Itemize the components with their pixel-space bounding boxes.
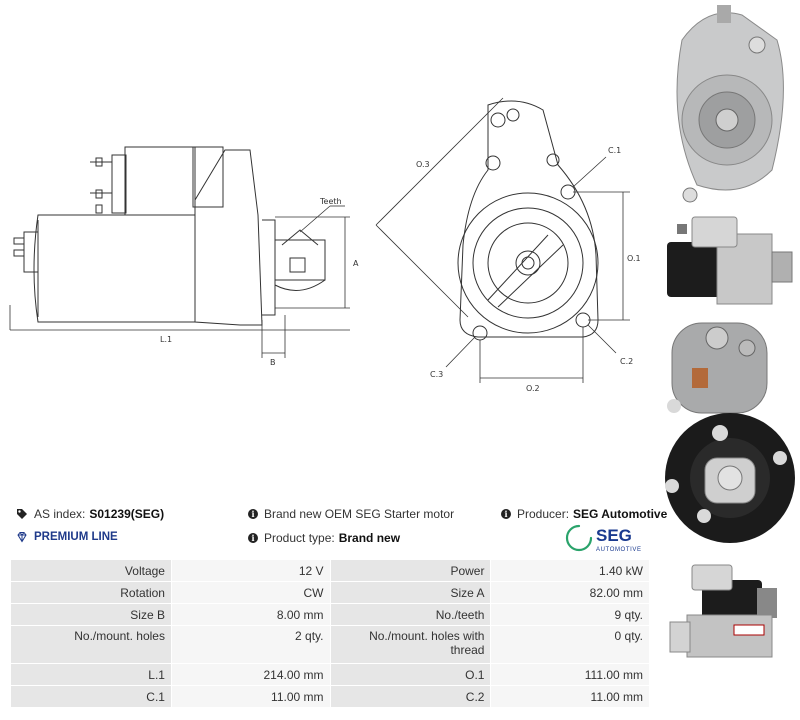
product-type-value: Brand new	[338, 531, 401, 545]
spec-value: 82.00 mm	[491, 582, 649, 603]
product-photo-front	[662, 0, 800, 210]
label-teeth: Teeth	[319, 197, 342, 206]
product-photo-side	[662, 212, 800, 312]
spec-name: Rotation	[11, 582, 171, 603]
label-o2: O.2	[526, 384, 540, 393]
starter-front-view-drawing: O.3 C.1 O.1 C.2 C.3 O.2	[375, 97, 641, 393]
premium-line-label: PREMIUM LINE	[34, 531, 118, 543]
spec-value: CW	[171, 582, 330, 603]
spec-name: Size B	[11, 604, 171, 625]
producer-value: SEG Automotive	[573, 507, 668, 521]
as-index-value: S01239(SEG)	[89, 507, 165, 521]
as-index-row: AS index: S01239(SEG)	[16, 507, 164, 521]
spec-name: Power	[330, 560, 491, 581]
label-a: A	[353, 259, 359, 268]
product-type-row: i Product type: Brand new	[248, 531, 400, 545]
tags-icon	[17, 509, 27, 519]
info-circle-icon: i	[501, 509, 511, 519]
label-c2: C.2	[620, 357, 633, 366]
label-b: B	[270, 358, 276, 367]
spec-name: C.2	[330, 686, 491, 707]
seg-automotive-logo: SEG AUTOMOTIVE	[565, 524, 642, 553]
spec-name: No./mount. holes	[11, 626, 171, 663]
spec-name: No./mount. holes with thread	[330, 626, 491, 663]
producer-row: i Producer: SEG Automotive	[501, 507, 667, 521]
spec-name: No./teeth	[330, 604, 491, 625]
description-row: i Brand new OEM SEG Starter motor	[248, 507, 454, 521]
info-circle-icon: i	[248, 533, 258, 543]
spec-value: 0 qty.	[491, 626, 649, 663]
spec-value: 9 qty.	[491, 604, 649, 625]
spec-name: L.1	[11, 664, 171, 685]
label-c3: C.3	[430, 370, 443, 379]
product-photo-angle	[662, 560, 800, 670]
premium-line-row: PREMIUM LINE	[16, 531, 118, 543]
spec-value: 2 qty.	[171, 626, 330, 663]
svg-text:AUTOMOTIVE: AUTOMOTIVE	[596, 547, 642, 553]
svg-text:SEG: SEG	[596, 526, 632, 545]
product-description: Brand new OEM SEG Starter motor	[264, 507, 455, 521]
spec-value: 1.40 kW	[491, 560, 649, 581]
spec-name: C.1	[11, 686, 171, 707]
spec-name: Size A	[330, 582, 491, 603]
spec-name: Voltage	[11, 560, 171, 581]
spec-value: 111.00 mm	[491, 664, 649, 685]
producer-label: Producer:	[517, 507, 570, 521]
spec-value: 8.00 mm	[171, 604, 330, 625]
label-c1: C.1	[608, 146, 621, 155]
product-photo-rear	[662, 318, 800, 548]
spec-value: 12 V	[171, 560, 330, 581]
label-o3: O.3	[416, 160, 430, 169]
diamond-icon	[17, 532, 27, 543]
starter-side-view-drawing: Teeth A B L.1	[9, 146, 359, 367]
spec-name: O.1	[330, 664, 491, 685]
as-index-label: AS index:	[34, 507, 86, 521]
label-o1: O.1	[627, 254, 641, 263]
product-type-label: Product type:	[264, 531, 335, 545]
info-circle-icon: i	[248, 509, 258, 519]
spec-value: 214.00 mm	[171, 664, 330, 685]
spec-value: 11.00 mm	[171, 686, 330, 707]
spec-value: 11.00 mm	[491, 686, 649, 707]
label-l1: L.1	[160, 335, 172, 344]
